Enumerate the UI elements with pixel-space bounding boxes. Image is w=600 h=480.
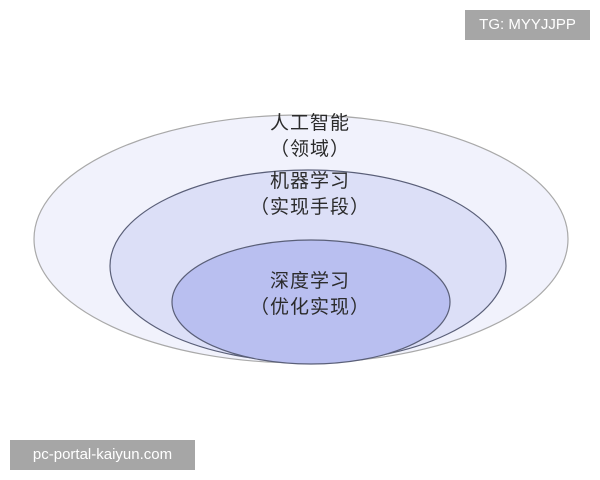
ml-subtitle: （实现手段） bbox=[249, 196, 370, 218]
watermark-bottom-left: pc-portal-kaiyun.com bbox=[10, 440, 195, 470]
watermark-top-right: TG: MYYJJPP bbox=[465, 10, 590, 40]
ai-subtitle: （领域） bbox=[269, 138, 350, 160]
ai-title: 人工智能 bbox=[269, 112, 350, 134]
ml-title: 机器学习 bbox=[269, 170, 350, 192]
ellipse-dl bbox=[171, 239, 451, 365]
dl-label: 深度学习 （优化实现） bbox=[200, 268, 420, 320]
ml-label: 机器学习 （实现手段） bbox=[200, 168, 420, 220]
dl-subtitle: （优化实现） bbox=[249, 296, 370, 318]
ai-label: 人工智能 （领域） bbox=[200, 110, 420, 162]
dl-title: 深度学习 bbox=[269, 270, 350, 292]
